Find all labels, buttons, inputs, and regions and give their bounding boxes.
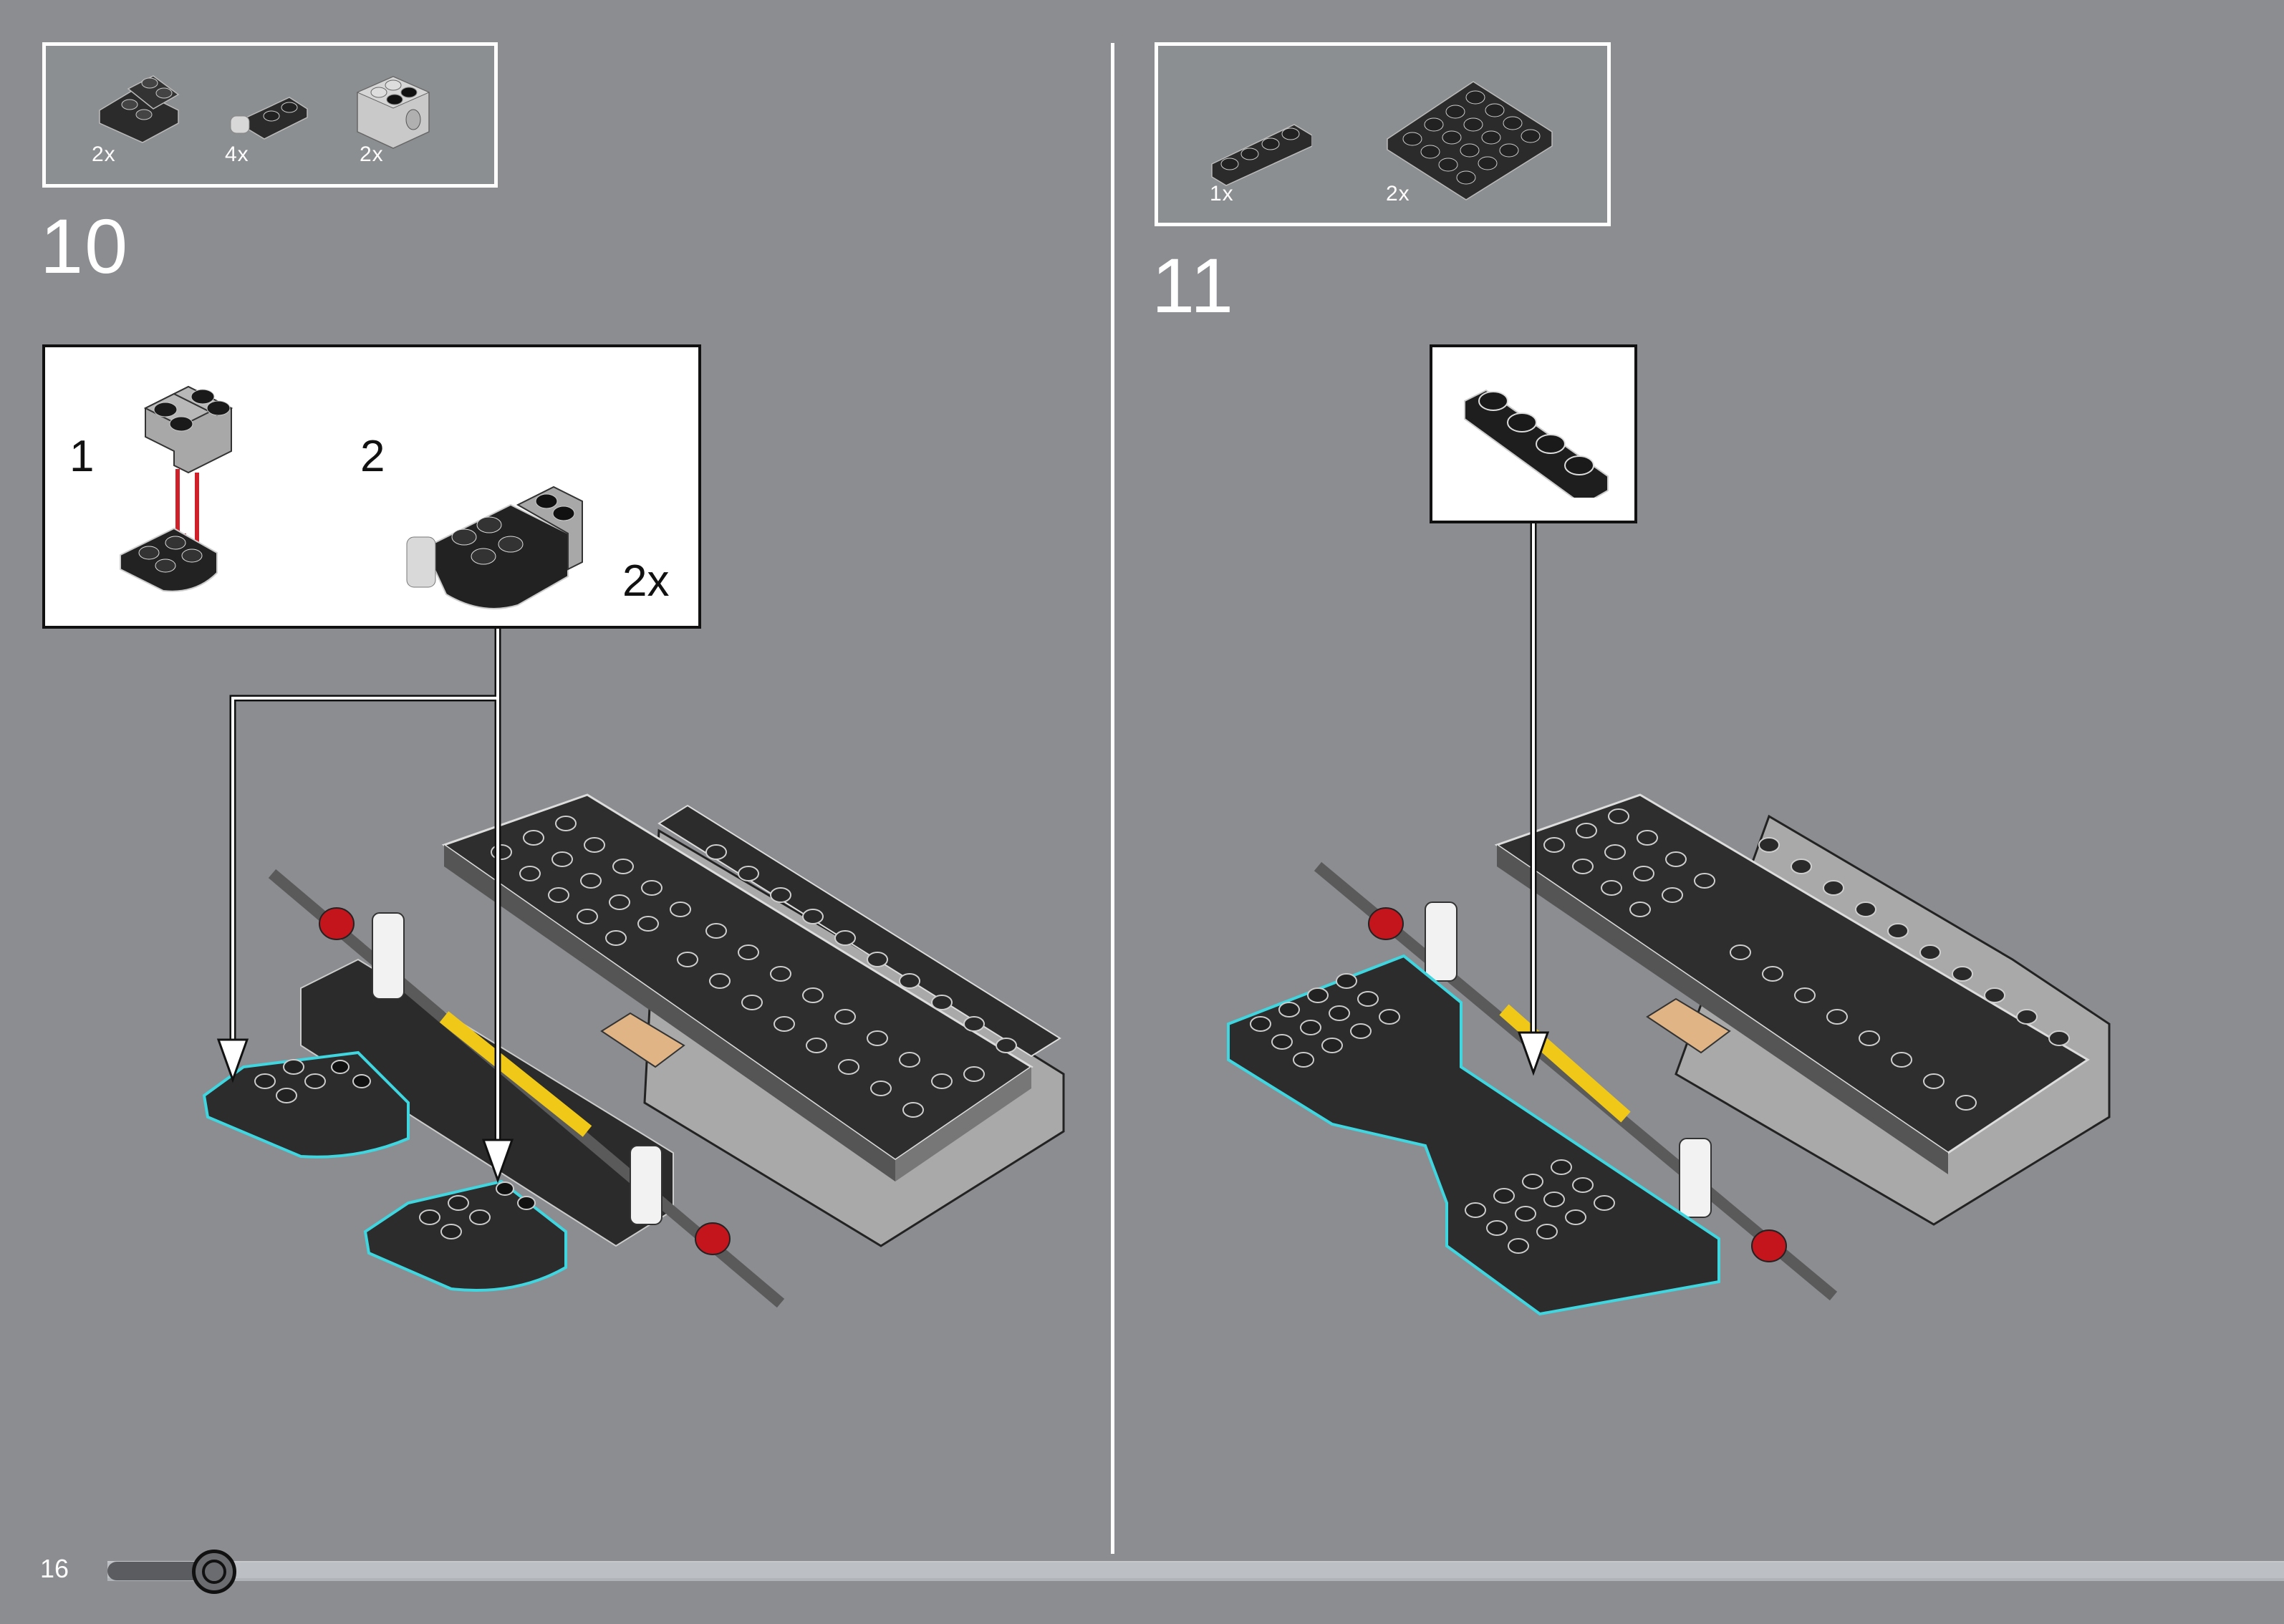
- step-number: 10: [40, 203, 130, 289]
- substep-number: 1: [69, 432, 95, 481]
- step-10-parts-list: 2x 4x 2x: [42, 42, 498, 188]
- progress-bar-track[interactable]: [107, 1561, 2284, 1581]
- curved-slope-plate-icon: [99, 75, 180, 143]
- part-count: 2x: [92, 142, 116, 166]
- step-11-model: [1227, 793, 2111, 1316]
- part-count: 1x: [1210, 182, 1234, 206]
- technic-brick-with-hole-icon: [356, 76, 430, 149]
- step-11-parts-list: 1x 2x: [1155, 42, 1611, 226]
- step-10-sub-assembly-callout: 1 2 2x: [42, 344, 701, 629]
- plate-1x4-icon: [1464, 389, 1609, 498]
- substep-number: 2: [360, 432, 385, 481]
- part-count: 2x: [360, 142, 384, 166]
- progress-slider-knob[interactable]: [192, 1550, 236, 1594]
- sub-assembly-multiplier: 2x: [622, 556, 670, 606]
- page-number: 16: [40, 1554, 69, 1583]
- step-11-part-callout: [1430, 344, 1637, 523]
- substep-2-illustration: [406, 485, 583, 609]
- part-count: 4x: [225, 142, 249, 166]
- step-10-model: [202, 793, 1065, 1308]
- substep-1-illustration: [120, 385, 233, 592]
- plate-1x4-icon: [1211, 124, 1312, 186]
- part-count: 2x: [1386, 182, 1410, 206]
- plate-4x4-icon: [1387, 81, 1553, 200]
- page-divider: [1111, 43, 1114, 1554]
- hinge-plate-icon: [230, 97, 308, 140]
- step-number: 11: [1152, 242, 1235, 329]
